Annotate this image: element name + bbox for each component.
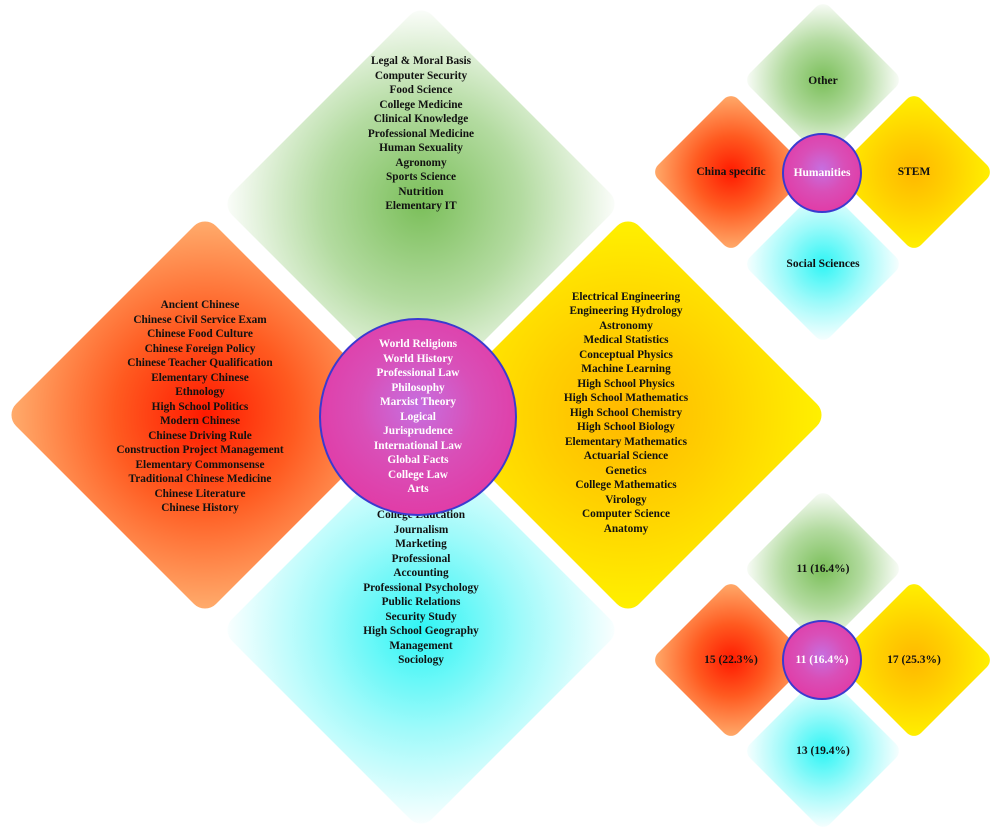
legend-diamond-social-sciences: Social Sciences [743,184,903,344]
subject-item: High School Mathematics [563,392,689,405]
subject-item: Jurisprudence [383,425,453,438]
subject-item: Chinese Food Culture [147,328,253,341]
count-other: 11 (16.4%) [796,563,850,575]
subject-item: Machine Learning [581,363,671,376]
count-diamond-social-sciences: 13 (19.4%) [743,671,903,831]
subject-item: Chinese Civil Service Exam [133,313,267,326]
subject-item: Clinical Knowledge [373,113,469,126]
subject-item: International Law [373,439,463,452]
legend-label-other: Other [808,75,838,87]
subject-item: World Religions [378,338,458,351]
subject-item: High School Chemistry [569,406,683,419]
subject-item: Construction Project Management [116,444,284,457]
count-stem: 17 (25.3%) [887,654,941,666]
legend-label-china-specific: China specific [696,166,766,178]
subject-item: Traditional Chinese Medicine [128,473,272,486]
subject-item: Management [389,639,453,652]
subject-item: Chinese Literature [154,487,246,500]
legend-diamond-china-specific: China specific [651,92,811,252]
subject-item: Security Study [385,610,457,623]
subject-item: Medical Statistics [583,334,669,347]
subject-item: Professional Psychology [363,581,479,594]
subject-item: College Mathematics [575,479,677,492]
subject-item: College Medicine [379,98,463,111]
subject-item: High School Geography [363,625,479,637]
subject-item: Sports Science [386,171,456,184]
subject-item: High School Biology [577,421,675,434]
legend-label-stem: STEM [897,166,931,178]
subject-item: High School Physics [577,377,675,390]
count-diamond-china-specific: 15 (22.3%) [651,580,811,740]
count-china-specific: 15 (22.3%) [704,654,758,666]
subject-item: Philosophy [391,381,445,394]
subject-item: Professional [391,552,451,565]
legend-label-humanities: Humanities [793,167,851,179]
subject-item: World History [383,352,453,365]
subject-item: Computer Science [582,508,670,521]
count-diamond-other: 11 (16.4%) [743,489,903,649]
subject-item: Conceptual Physics [579,348,673,361]
subject-item: Engineering Hydrology [569,305,683,318]
subject-item: Legal & Moral Basis [370,55,472,68]
count-humanities: 11 (16.4%) [795,654,849,666]
subject-item: Ethnology [175,386,225,399]
subject-item: Chinese Driving Rule [148,429,252,442]
count-diamond-stem: 17 (25.3%) [834,580,994,740]
subject-item: Computer Security [374,69,468,82]
subject-item: Elementary IT [385,200,457,213]
subject-item: Marxist Theory [379,396,457,409]
subject-item: Anatomy [603,522,649,535]
subject-item: Accounting [393,567,449,579]
subject-item: Human Sexuality [379,142,463,155]
subject-item: Elementary Mathematics [564,435,688,448]
legend-diamond-stem: STEM [834,92,994,252]
count-social-sciences: 13 (19.4%) [796,745,850,757]
subject-item: Elementary Commonsense [135,458,265,471]
legend-diamond-other: Other [743,0,903,160]
subject-item: Astronomy [599,319,653,332]
subject-item: Chinese Teacher Qualification [127,357,273,370]
subject-item: Chinese History [161,502,239,515]
subject-item: Food Science [389,84,453,97]
subject-item: Nutrition [398,185,444,198]
subject-item: Actuarial Science [583,450,669,463]
subject-item: Genetics [605,464,647,477]
subject-item: Ancient Chinese [160,299,240,312]
subject-item: Modern Chinese [159,415,241,428]
subject-item: Marketing [395,538,447,550]
count-humanities-circle: 11 (16.4%) [782,620,862,700]
subject-item: Sociology [398,654,444,666]
legend-humanities-circle: Humanities [782,133,862,213]
subject-item: Electrical Engineering [571,290,681,303]
subject-item: Chinese Foreign Policy [144,342,256,355]
subject-item: Arts [407,483,429,496]
subject-item: Virology [605,493,647,506]
subject-item: Professional Medicine [367,127,475,140]
legend-label-social-sciences: Social Sciences [786,258,860,270]
subject-item: College Law [388,468,448,481]
subject-item: Global Facts [387,454,449,467]
subject-item: Public Relations [381,596,461,608]
subject-item: High School Politics [151,400,249,413]
subject-item: Logical [400,410,436,423]
subject-item: Journalism [393,523,449,536]
subject-item: Agronomy [395,156,447,169]
subject-item: Professional Law [376,367,460,380]
subject-item: Elementary Chinese [151,371,249,384]
